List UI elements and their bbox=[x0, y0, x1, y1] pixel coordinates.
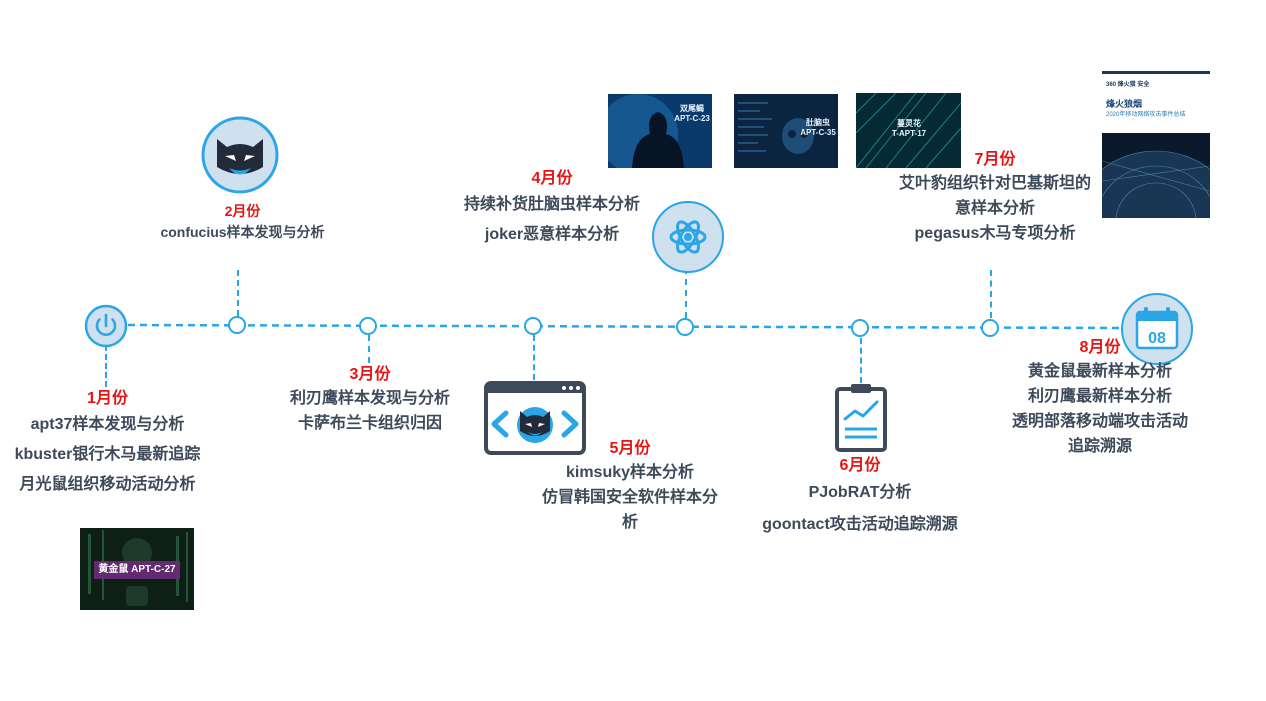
month-block-m5: 5月份 kimsuky样本分析 仿冒韩国安全软件样本分 析 bbox=[525, 438, 735, 535]
month-item: 黄金鼠最新样本分析 bbox=[1027, 363, 1172, 380]
atom-icon bbox=[652, 201, 724, 273]
month-item: 艾叶豹组织针对巴基斯坦的 bbox=[898, 175, 1091, 192]
calendar-day: 08 bbox=[1148, 330, 1166, 347]
month-label: 2月份 bbox=[224, 203, 261, 219]
month-item: 析 bbox=[621, 514, 638, 531]
connector-m2 bbox=[237, 270, 239, 316]
month-label: 7月份 bbox=[974, 151, 1016, 168]
month-item: pegasus木马专项分析 bbox=[914, 225, 1076, 242]
month-item: joker恶意样本分析 bbox=[484, 226, 620, 243]
thumbnail-label: 双尾蝎 bbox=[680, 104, 704, 113]
thumbnail-label: 肚脑虫 bbox=[806, 118, 830, 127]
connector-m1 bbox=[105, 345, 107, 387]
month-block-m7: 7月份 艾叶豹组织针对巴基斯坦的 意样本分析 pegasus木马专项分析 bbox=[885, 149, 1105, 246]
month-item: goontact攻击活动追踪溯源 bbox=[762, 516, 958, 533]
code-window-icon bbox=[484, 381, 586, 455]
month-item: 利刃鹰样本发现与分析 bbox=[289, 390, 450, 407]
month-label: 8月份 bbox=[1079, 339, 1121, 356]
month-label: 1月份 bbox=[87, 390, 128, 407]
thumbnail-label: T-APT-17 bbox=[891, 129, 927, 138]
thumbnail-label: APT-C-35 bbox=[800, 128, 836, 137]
calendar-icon: 08 bbox=[1121, 293, 1193, 365]
connector-m7 bbox=[990, 270, 992, 318]
month-label: 5月份 bbox=[609, 440, 651, 457]
month-item: 月光鼠组织移动活动分析 bbox=[19, 476, 196, 493]
thumbnail-t-apt-17: 蔓灵花 T-APT-17 bbox=[856, 93, 961, 168]
month-item: kbuster银行木马最新追踪 bbox=[14, 446, 201, 463]
timeline-node-m4 bbox=[676, 318, 694, 336]
month-item: 仿冒韩国安全软件样本分 bbox=[541, 489, 718, 506]
month-item: 卡萨布兰卡组织归因 bbox=[297, 415, 442, 432]
clipboard-chart-icon bbox=[835, 384, 887, 452]
thumbnail-apt-c-35: 肚脑虫 APT-C-35 bbox=[734, 94, 838, 168]
thumbnail-golden-rat: 黄金鼠 APT-C-27 bbox=[80, 528, 194, 610]
report-cover: 360 烽火猎 安全 烽火狼烟 2020年移动网络攻击事件总结 bbox=[1102, 71, 1210, 218]
month-label: 3月份 bbox=[349, 366, 391, 383]
month-item: PJobRAT分析 bbox=[808, 484, 912, 501]
month-block-m4: 4月份 持续补货肚脑虫样本分析 joker恶意样本分析 bbox=[447, 168, 657, 250]
month-item: confucius样本发现与分析 bbox=[160, 224, 325, 240]
month-item: 意样本分析 bbox=[954, 200, 1035, 217]
report-title: 烽火狼烟 bbox=[1106, 99, 1143, 109]
month-item: kimsuky样本分析 bbox=[565, 464, 695, 481]
timeline-node-m5 bbox=[524, 317, 542, 335]
thumbnail-apt-c-23: 双尾蝎 APT-C-23 bbox=[608, 94, 712, 168]
month-label: 6月份 bbox=[839, 457, 881, 474]
month-block-m1: 1月份 apt37样本发现与分析 kbuster银行木马最新追踪 月光鼠组织移动… bbox=[0, 388, 215, 500]
timeline-node-m3 bbox=[359, 317, 377, 335]
connector-m5 bbox=[533, 335, 535, 380]
connector-m3 bbox=[368, 335, 370, 363]
month-item: 追踪溯源 bbox=[1067, 438, 1132, 455]
connector-m6 bbox=[860, 338, 862, 383]
timeline-node-m2 bbox=[228, 316, 246, 334]
month-item: 利刃鹰最新样本分析 bbox=[1027, 388, 1172, 405]
month-item: 持续补货肚脑虫样本分析 bbox=[463, 196, 640, 213]
month-item: 透明部落移动端攻击活动 bbox=[1011, 413, 1188, 430]
month-item: apt37样本发现与分析 bbox=[30, 416, 185, 433]
month-block-m8: 8月份 黄金鼠最新样本分析 利刃鹰最新样本分析 透明部落移动端攻击活动 追踪溯源 bbox=[995, 337, 1205, 459]
thumbnail-label: APT-C-23 bbox=[674, 114, 710, 123]
month-label: 4月份 bbox=[531, 170, 573, 187]
power-icon bbox=[84, 304, 128, 348]
cat-mascot-icon bbox=[201, 116, 279, 194]
connector-m4 bbox=[685, 268, 687, 318]
timeline-node-m6 bbox=[851, 319, 869, 337]
month-block-m3: 3月份 利刃鹰样本发现与分析 卡萨布兰卡组织归因 bbox=[275, 364, 465, 436]
thumbnail-label: 蔓灵花 bbox=[897, 119, 921, 128]
month-block-m2: 2月份 confucius样本发现与分析 bbox=[120, 202, 365, 244]
thumbnail-label: 黄金鼠 APT-C-27 bbox=[98, 564, 176, 575]
report-brand: 360 烽火猎 安全 bbox=[1106, 82, 1150, 88]
month-block-m6: 6月份 PJobRAT分析 goontact攻击活动追踪溯源 bbox=[740, 455, 980, 541]
timeline-node-m7 bbox=[981, 319, 999, 337]
report-subtitle: 2020年移动网络攻击事件总结 bbox=[1106, 112, 1186, 118]
